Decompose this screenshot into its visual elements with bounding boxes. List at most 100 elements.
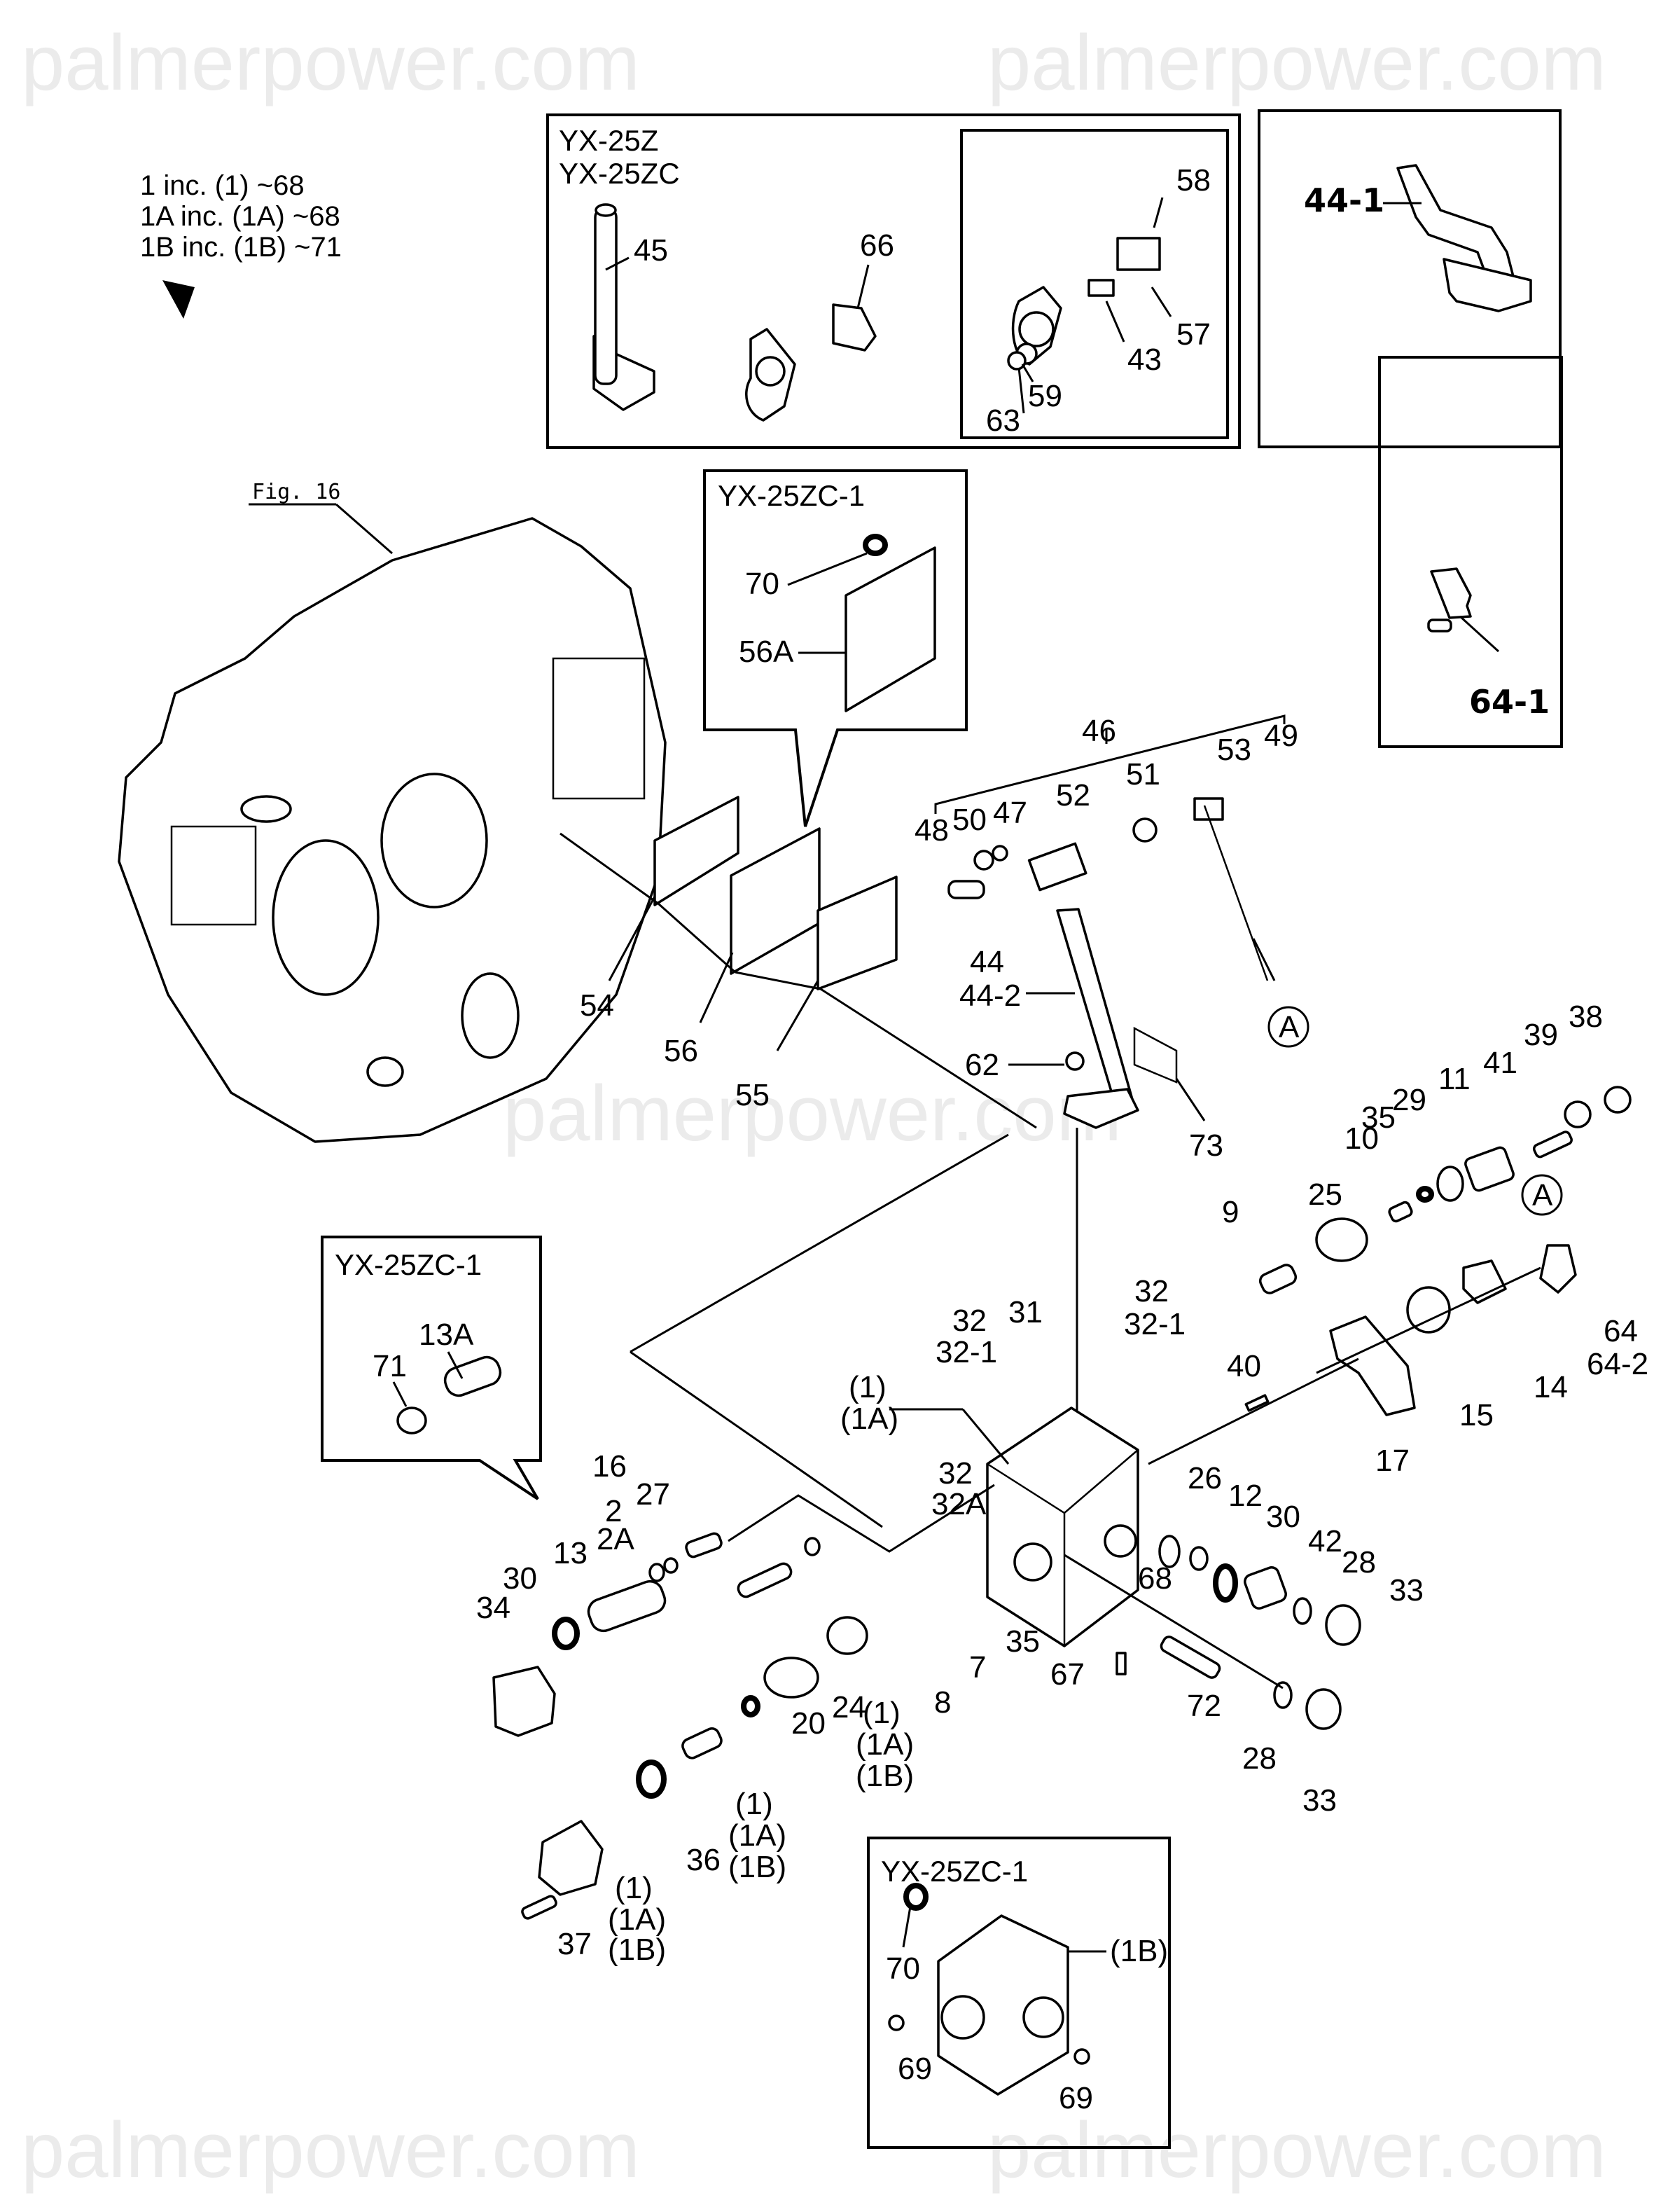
watermark-bottom-right: palmerpower.com — [987, 2106, 1606, 2194]
label-35-upper: 35 — [1361, 1100, 1396, 1135]
label-69-left: 69 — [898, 2052, 932, 2086]
oring-70-drawing — [863, 534, 888, 556]
label-1-lower-a: (1) — [863, 1696, 901, 1730]
label-1b-lower-a: (1B) — [856, 1759, 914, 1793]
label-52: 52 — [1056, 778, 1090, 813]
label-1-body: (1) — [849, 1370, 887, 1404]
plug-71-drawing — [396, 1406, 427, 1435]
reference-a-label-1: A — [1279, 1010, 1300, 1044]
label-46: 46 — [1082, 714, 1116, 748]
gasket-54 — [653, 796, 739, 906]
label-53: 53 — [1217, 733, 1251, 767]
lever-44-drawing — [1056, 908, 1178, 1436]
label-66: 66 — [860, 228, 894, 263]
bolt-62-drawing — [1065, 1051, 1085, 1071]
label-37: 37 — [557, 1927, 592, 1961]
label-14: 14 — [1534, 1370, 1568, 1404]
label-24: 24 — [832, 1690, 866, 1724]
upper-valve-drawing — [1258, 1086, 1632, 1294]
label-56: 56 — [664, 1034, 698, 1068]
label-15: 15 — [1459, 1398, 1494, 1432]
label-64: 64 — [1604, 1314, 1638, 1348]
label-32a: 32A — [931, 1487, 987, 1521]
watermark-center: palmerpower.com — [503, 1070, 1122, 1157]
gasket-55 — [816, 876, 898, 990]
lower-spool-drawing — [521, 1537, 868, 1920]
label-2: 2 — [605, 1494, 622, 1528]
label-1a-body: (1A) — [840, 1402, 898, 1436]
linkage-46-drawing — [934, 714, 1286, 981]
inset-inner-frame — [960, 129, 1229, 439]
watermark-top-right: palmerpower.com — [987, 19, 1606, 106]
label-31: 31 — [1008, 1295, 1043, 1329]
note-line-1: 1 inc. (1) ~68 — [140, 170, 305, 201]
label-7: 7 — [969, 1650, 986, 1685]
valve-body-1b-drawing — [937, 1914, 1069, 2096]
label-51: 51 — [1126, 757, 1160, 792]
label-32-left: 32 — [952, 1304, 987, 1338]
watermarks: palmerpower.com palmerpower.com palmerpo… — [21, 19, 1606, 2194]
label-67: 67 — [1050, 1657, 1085, 1692]
inset-title: YX-25ZC-1 — [335, 1248, 482, 1281]
inset-spool-13a: YX-25ZC-1 71 13A — [321, 1236, 542, 1500]
label-36: 36 — [686, 1843, 721, 1877]
label-55: 55 — [735, 1078, 770, 1112]
switch-assembly-drawing — [1007, 237, 1161, 371]
label-8: 8 — [934, 1685, 951, 1720]
plate-56a-drawing — [845, 546, 936, 712]
inset-yx25z: YX-25Z YX-25ZC 45 66 58 57 — [546, 113, 1241, 449]
inset-title-2: YX-25ZC — [559, 157, 680, 190]
label-32-front: 32 — [938, 1456, 973, 1491]
side-parts-drawing — [1148, 1244, 1577, 1465]
label-1a-lower-a: (1A) — [856, 1727, 914, 1762]
label-32-right: 32 — [1134, 1274, 1169, 1308]
note-line-3: 1B inc. (1B) ~71 — [140, 232, 342, 263]
label-13: 13 — [553, 1536, 588, 1570]
inset-body-1b: YX-25ZC-1 70 (1B) 69 69 — [867, 1837, 1171, 2149]
label-32-1-right: 32-1 — [1124, 1307, 1186, 1341]
gear-case-drawing — [118, 517, 667, 1143]
label-2a: 2A — [597, 1522, 634, 1556]
watermark-bottom-left: palmerpower.com — [21, 2106, 640, 2194]
reference-a-circle-2 — [1521, 1174, 1563, 1216]
label-70-body: 70 — [886, 1951, 920, 1986]
label-29: 29 — [1392, 1083, 1426, 1117]
left-spool-drawing — [492, 1484, 995, 1737]
label-11: 11 — [1438, 1062, 1471, 1096]
label-16: 16 — [592, 1449, 627, 1484]
callout-frame — [321, 1236, 542, 1500]
label-41: 41 — [1483, 1046, 1517, 1080]
label-72: 72 — [1187, 1689, 1221, 1723]
label-57: 57 — [1176, 317, 1211, 352]
label-44-1: 44-1 — [1304, 181, 1384, 219]
label-48: 48 — [915, 813, 949, 848]
reference-a-label-2: A — [1532, 1178, 1553, 1212]
callout-frame — [703, 469, 968, 827]
label-1b-body: (1B) — [1110, 1934, 1168, 1968]
inset-plate-56a: YX-25ZC-1 70 56A — [703, 469, 968, 827]
label-49: 49 — [1264, 719, 1298, 753]
label-58: 58 — [1176, 163, 1211, 198]
label-28-upper: 28 — [1342, 1545, 1376, 1579]
inset-lever-44-1: 44-1 — [1258, 109, 1562, 448]
label-45: 45 — [634, 233, 668, 268]
fitting-64-1-drawing — [1427, 567, 1472, 633]
label-56a: 56A — [739, 635, 794, 669]
direction-arrow-icon — [162, 280, 195, 319]
label-33-lower: 33 — [1302, 1783, 1337, 1818]
label-32-1-left: 32-1 — [936, 1335, 997, 1369]
label-1a-lower-b: (1A) — [728, 1818, 786, 1853]
gasket-56 — [730, 827, 821, 975]
label-10: 10 — [1344, 1121, 1379, 1156]
label-71: 71 — [373, 1349, 407, 1383]
inset-title: YX-25ZC-1 — [881, 1855, 1028, 1888]
label-40: 40 — [1227, 1349, 1261, 1383]
label-13a: 13A — [419, 1318, 474, 1352]
label-64-1: 64-1 — [1469, 683, 1550, 721]
label-1b-lower-c: (1B) — [608, 1933, 666, 1967]
label-33-upper: 33 — [1389, 1573, 1424, 1608]
label-73: 73 — [1189, 1128, 1223, 1163]
inclusion-notes: 1 inc. (1) ~68 1A inc. (1A) ~68 1B inc. … — [140, 170, 342, 319]
inset-frame — [546, 113, 1241, 449]
